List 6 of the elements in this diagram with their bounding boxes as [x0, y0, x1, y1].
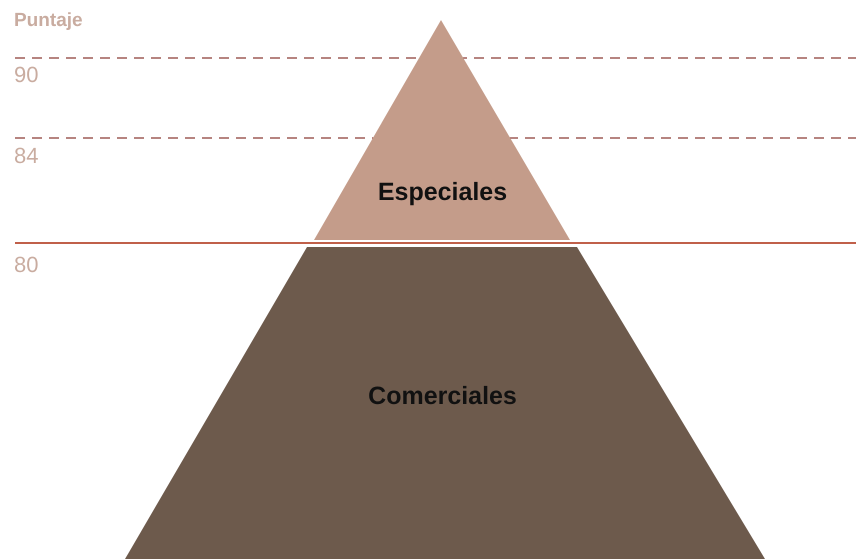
tick-label: 80	[14, 252, 38, 278]
tick-label: 84	[14, 143, 38, 169]
axis-title: Puntaje	[14, 10, 83, 32]
tick-label: 90	[14, 62, 38, 88]
tier-label: Comerciales	[367, 382, 518, 411]
tier-label: Especiales	[376, 178, 508, 207]
